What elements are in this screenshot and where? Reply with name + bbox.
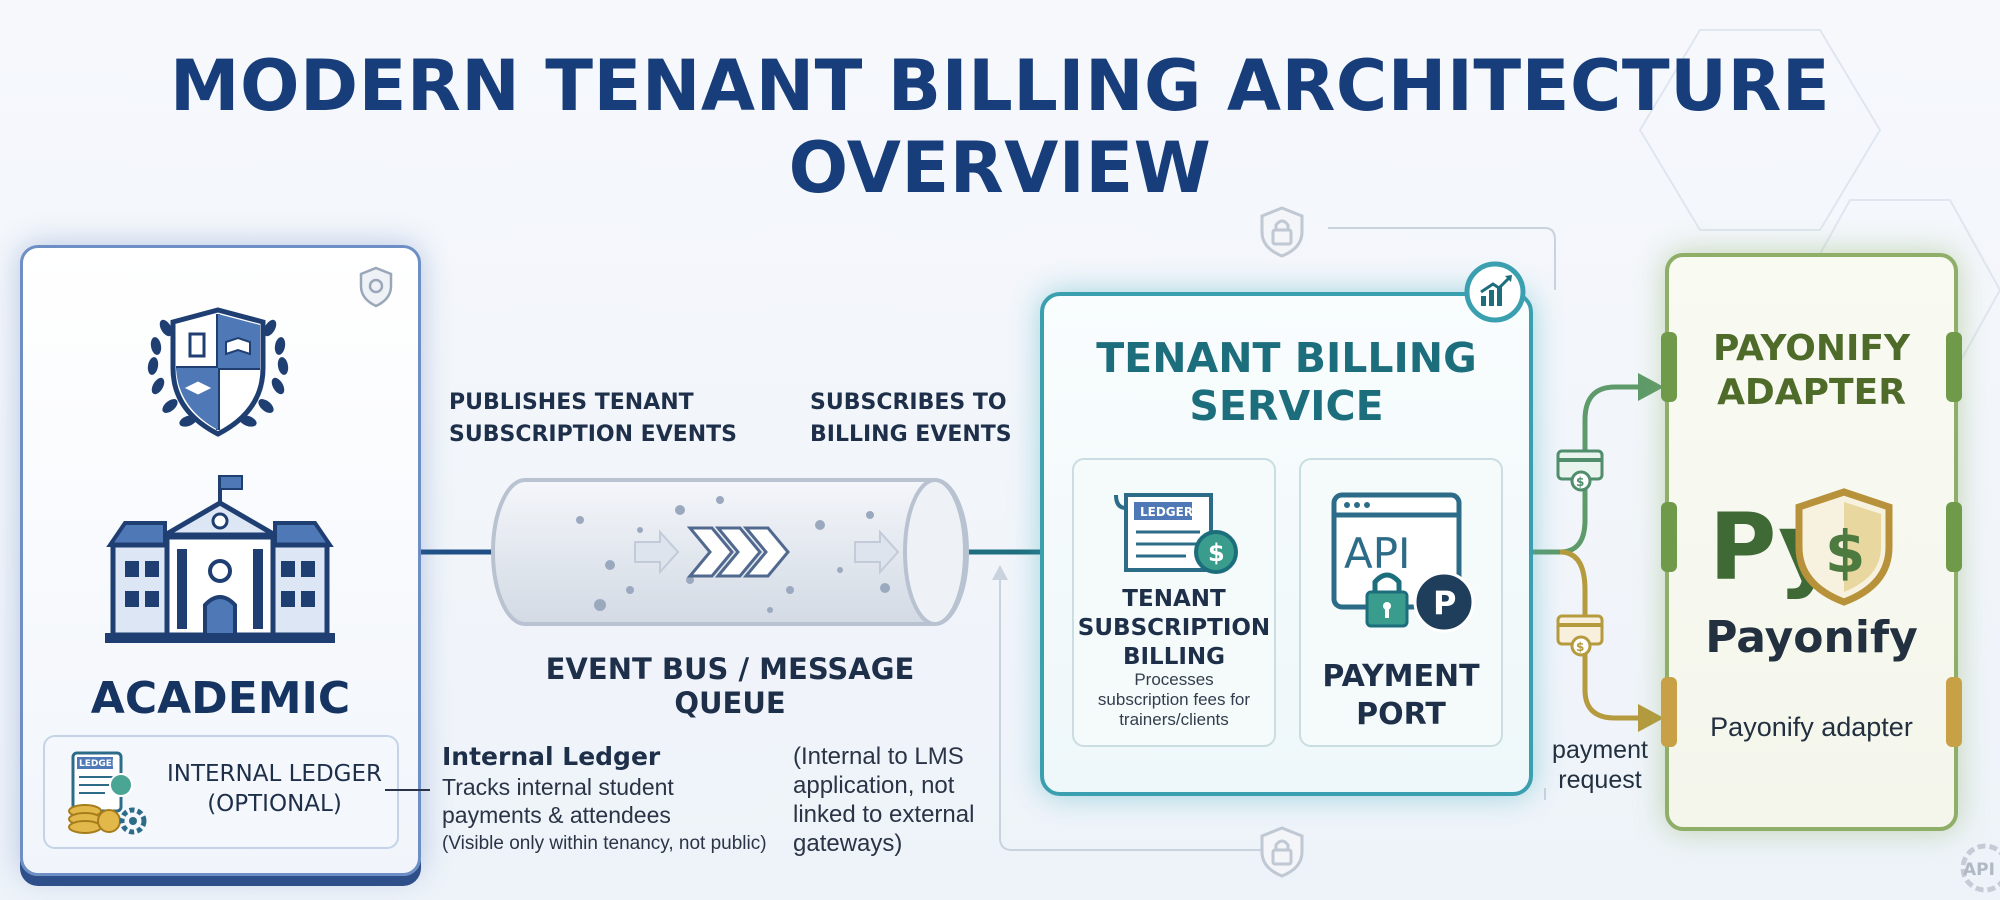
subscription-desc-line1: Processes: [1134, 670, 1214, 689]
subscription-billing-card[interactable]: LEDGER $ TENANT SUBSCRIPTION BILLING Pro…: [1072, 458, 1276, 747]
api-gear-icon: API: [1960, 843, 2000, 893]
card-side-tabs: [1661, 332, 1962, 747]
api-lock-icon: API P: [1331, 492, 1475, 633]
svg-text:$: $: [1208, 539, 1225, 567]
ledger-badge-text: LEDGER: [79, 759, 119, 769]
svg-text:$: $: [1576, 475, 1584, 489]
payment-port-card[interactable]: API P PAYMENT PORT: [1299, 458, 1503, 747]
svg-text:$: $: [1576, 640, 1584, 654]
api-text: API: [1344, 529, 1410, 578]
publishes-label: PUBLISHES TENANT SUBSCRIPTION EVENTS: [449, 387, 769, 451]
internal-ledger-box[interactable]: LEDGER INTERNAL LEDGER (OPTIONAL): [43, 735, 399, 849]
event-bus-note: (Internal to LMS application, not linked…: [793, 742, 1013, 858]
credit-card-icon: $: [1556, 449, 1604, 492]
payonify-title-line1: PAYONIFY: [1712, 328, 1911, 369]
lock-shield-icon: [1260, 206, 1304, 258]
shield-crest-icon: [147, 307, 289, 437]
event-bus-note-line2: application, not: [793, 772, 955, 799]
ledger-box-line2: (OPTIONAL): [207, 791, 342, 817]
publishes-line1: PUBLISHES TENANT: [449, 390, 694, 415]
payonify-shield-logo-icon: Py $: [1709, 488, 1893, 606]
credit-card-icon: $: [1556, 614, 1604, 657]
internal-ledger-box-label: INTERNAL LEDGER (OPTIONAL): [157, 759, 392, 819]
ledger-box-line1: INTERNAL LEDGER: [166, 761, 382, 787]
academic-card[interactable]: ACADEMIC LEDGER INTERNAL LEDGER (OPTIONA…: [20, 245, 421, 876]
billing-service-title: TENANT BILLING SERVICE: [1044, 334, 1529, 430]
page-title: MODERN TENANT BILLING ARCHITECTURE OVERV…: [169, 45, 1831, 209]
internal-ledger-note: Internal Ledger Tracks internal student …: [442, 742, 782, 855]
ledger-document-icon: LEDGER $: [1114, 493, 1238, 574]
payonify-logo-symbol: $: [1825, 518, 1865, 586]
payment-port-title: PAYMENT PORT: [1301, 658, 1501, 734]
api-watermark-text: API: [1963, 860, 1995, 880]
payonify-adapter-card[interactable]: PAYONIFY ADAPTER Py $ Payonify Payonify …: [1661, 253, 1962, 831]
payment-request-line1: payment: [1552, 736, 1648, 764]
subscribes-line2: BILLING EVENTS: [810, 422, 1012, 447]
payonify-name: Payonify: [1705, 612, 1918, 663]
ledger-note-connector: [385, 789, 430, 791]
tenant-billing-service-card[interactable]: TENANT BILLING SERVICE LEDGER $ TENANT S…: [1040, 292, 1533, 796]
payonify-title-line2: ADAPTER: [1717, 372, 1906, 413]
subscription-desc-line2: subscription fees for: [1097, 690, 1251, 709]
shield-icon: [359, 266, 393, 308]
billing-ledger-badge: LEDGER: [1140, 505, 1193, 519]
subscription-line2: SUBSCRIPTION: [1077, 615, 1271, 641]
port-badge-text: P: [1433, 584, 1456, 622]
payonify-title: PAYONIFY ADAPTER: [1669, 327, 1954, 415]
subscription-title: TENANT SUBSCRIPTION BILLING: [1074, 585, 1274, 672]
event-bus-note-line4: gateways): [793, 830, 903, 857]
subscription-line3: BILLING: [1122, 644, 1226, 670]
event-bus-label: EVENT BUS / MESSAGE QUEUE: [545, 652, 915, 720]
academic-label: ACADEMIC: [90, 673, 351, 724]
payment-request-label: payment request: [1540, 735, 1660, 795]
subscription-description: Processes subscription fees for trainers…: [1074, 670, 1274, 730]
internal-ledger-note-title: Internal Ledger: [442, 742, 661, 771]
event-bus-note-line3: linked to external: [793, 801, 975, 828]
event-bus-note-line1: (Internal to LMS: [793, 743, 964, 770]
trend-chart-icon: [1464, 261, 1526, 323]
internal-ledger-note-line3: (Visible only within tenancy, not public…: [442, 833, 767, 854]
university-building-icon: [105, 475, 335, 643]
payment-request-line2: request: [1558, 766, 1642, 794]
billing-title-line1: TENANT BILLING: [1096, 334, 1477, 382]
internal-ledger-note-line1: Tracks internal student: [442, 774, 674, 800]
internal-ledger-note-line2: payments & attendees: [442, 802, 671, 828]
payonify-subtitle: Payonify adapter: [1710, 712, 1913, 742]
port-line1: PAYMENT: [1322, 659, 1480, 694]
publishes-line2: SUBSCRIPTION EVENTS: [449, 422, 738, 447]
lock-shield-icon: [1260, 826, 1304, 878]
ledger-coins-icon: LEDGER: [68, 751, 147, 835]
port-line2: PORT: [1356, 697, 1446, 732]
subscribes-line1: SUBSCRIBES TO: [810, 390, 1007, 415]
subscription-desc-line3: trainers/clients: [1119, 710, 1229, 729]
subscribes-label: SUBSCRIBES TO BILLING EVENTS: [810, 387, 1030, 451]
billing-title-line2: SERVICE: [1189, 382, 1384, 430]
message-queue-tube-icon[interactable]: [490, 470, 975, 635]
subscription-line1: TENANT: [1122, 586, 1226, 612]
